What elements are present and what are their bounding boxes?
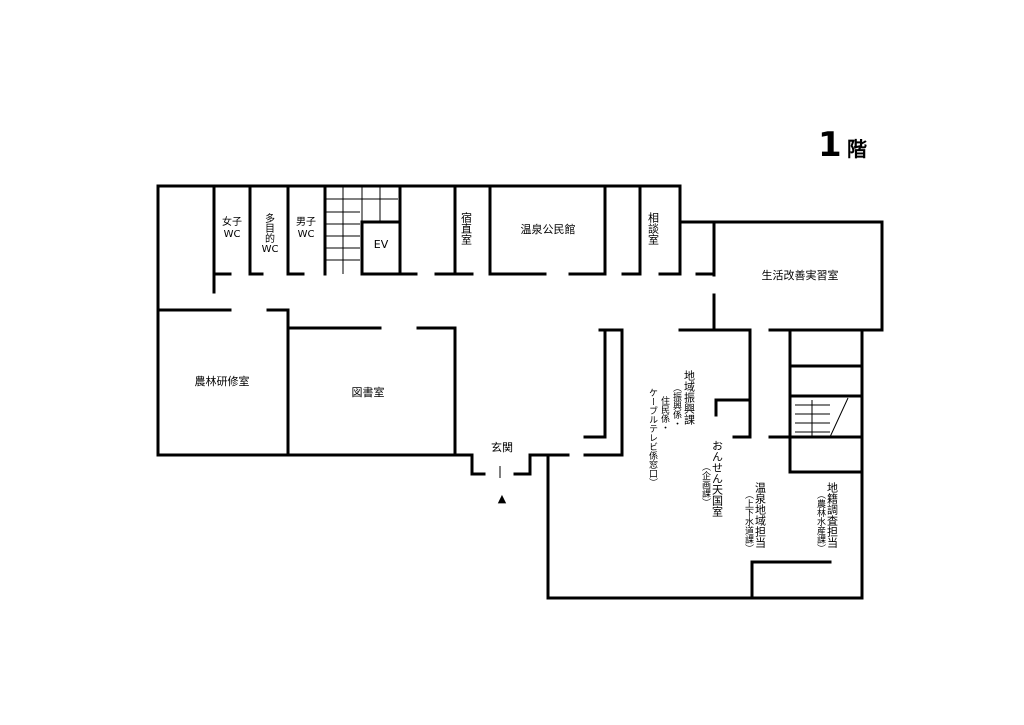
wc-multi-label-4: WC — [262, 244, 279, 255]
staircase-top — [325, 186, 398, 274]
night-duty-label: 宿直室 — [460, 211, 473, 245]
building-walls — [156, 184, 884, 600]
wc-female-label-2: WC — [224, 229, 241, 240]
wc-male-label-1: 男子 — [296, 216, 316, 228]
land-survey-label: 地籍調査担当 — [826, 482, 839, 549]
consult-label: 相談室 — [647, 212, 660, 245]
onsen-area-sub: （上下水道課） — [743, 490, 754, 553]
life-improve-label: 生活改善実習室 — [762, 268, 839, 282]
onsen-heaven-sub: （企画課） — [700, 462, 711, 507]
onsen-heaven-label: おんせん天国室 — [711, 440, 724, 517]
regional-promo-label: 地域振興課 — [683, 370, 696, 425]
entrance-label: 玄関 — [491, 440, 513, 454]
regional-promo-sub1: （振興係・ — [671, 383, 682, 428]
land-survey-sub: （農林水産課） — [815, 490, 826, 553]
wc-multi-label-2: 目 — [265, 224, 275, 235]
regional-promo-sub2: 住民係・ — [659, 395, 670, 432]
wc-male-label-2: WC — [298, 229, 315, 240]
onsen-area-label: 温泉地域担当 — [754, 482, 767, 549]
regional-promo-sub3: ケーブルテレビ係窓口） — [647, 388, 658, 487]
staircase-right — [795, 397, 849, 438]
library-label: 図書室 — [352, 385, 385, 399]
elevator-label: EV — [374, 238, 389, 251]
onsen-hall-label: 温泉公民館 — [521, 222, 576, 236]
wc-multi-label-3: 的 — [265, 232, 275, 245]
wc-female-label-1: 女子 — [222, 215, 242, 228]
wc-multi-label-1: 多 — [265, 212, 275, 225]
entrance-arrow: ▲ — [498, 492, 507, 505]
floor-suffix: 階 — [847, 137, 867, 161]
floor-number: 1 — [818, 125, 842, 165]
agri-training-label: 農林研修室 — [195, 374, 250, 388]
